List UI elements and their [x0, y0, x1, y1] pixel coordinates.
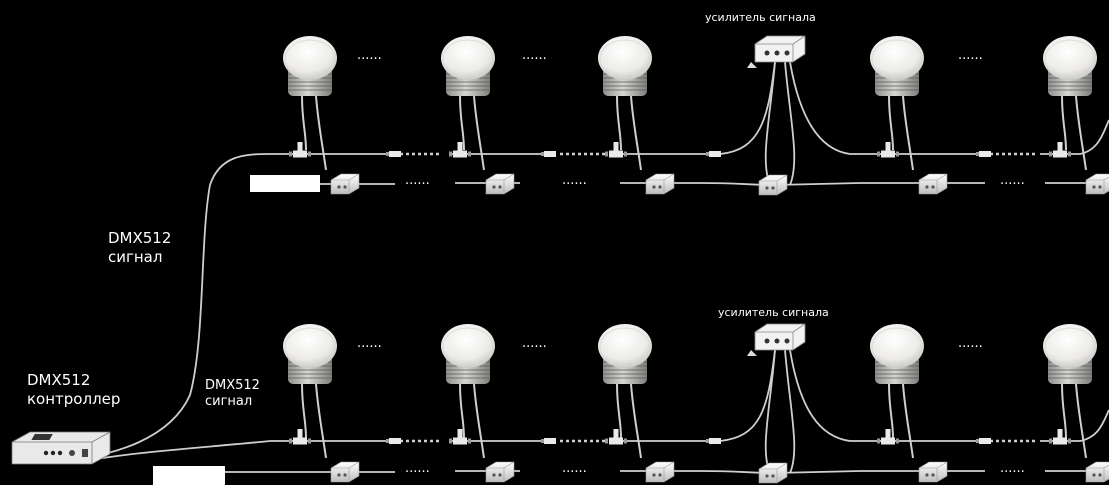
t-connector — [877, 429, 899, 445]
amplifier-label-bottom: усилитель сигнала — [718, 306, 829, 319]
amplifier-label-top: усилитель сигнала — [705, 11, 816, 24]
power-label-block — [250, 175, 320, 192]
connector-plug — [976, 438, 991, 444]
junction-box — [1085, 173, 1109, 195]
t-connector — [877, 142, 899, 158]
pool-light — [597, 323, 653, 459]
dmx-signal-secondary-label: DMX512 сигнал — [205, 378, 260, 410]
pool-light — [282, 323, 338, 459]
ellipsis-label: ...... — [1000, 461, 1025, 476]
connector-plug — [541, 438, 556, 444]
junction-box — [918, 173, 948, 195]
ellipsis-label: ...... — [522, 48, 547, 63]
pool-light — [282, 35, 338, 171]
ellipsis-label: ...... — [1000, 173, 1025, 188]
t-connector — [1049, 429, 1071, 445]
ellipsis-label: ...... — [357, 336, 382, 351]
connector-plug — [541, 151, 556, 157]
t-connector — [605, 429, 627, 445]
pool-light — [869, 35, 925, 171]
row-2 — [153, 323, 1109, 485]
dmx-controller-group — [11, 153, 271, 465]
ellipsis-label: ...... — [405, 173, 430, 188]
junction-box — [645, 173, 675, 195]
t-connector — [605, 142, 627, 158]
t-connector — [289, 429, 311, 445]
t-connector — [449, 429, 471, 445]
dmx-signal-main-label: DMX512 сигнал — [108, 229, 172, 266]
junction-box — [645, 461, 675, 483]
ellipsis-label: ...... — [562, 173, 587, 188]
dmx-controller-label: DMX512 контроллер — [27, 371, 121, 408]
junction-box — [918, 461, 948, 483]
connector-plug — [976, 151, 991, 157]
junction-box — [485, 461, 515, 483]
ellipsis-label: ...... — [522, 336, 547, 351]
junction-box — [330, 461, 360, 483]
ellipsis-label: ...... — [405, 461, 430, 476]
junction-box — [758, 174, 788, 196]
signal-amplifier — [746, 35, 806, 69]
power-label-block — [153, 466, 225, 485]
ellipsis-label: ...... — [357, 48, 382, 63]
row-1 — [250, 35, 1109, 196]
junction-box — [758, 462, 788, 484]
connector-plug — [706, 151, 721, 157]
junction-box — [485, 173, 515, 195]
connector-plug — [386, 438, 401, 444]
ellipsis-label: ...... — [562, 461, 587, 476]
ellipsis-label: ...... — [958, 48, 983, 63]
t-connector — [449, 142, 471, 158]
ellipsis-label: ...... — [958, 336, 983, 351]
pool-light — [597, 35, 653, 171]
junction-box — [1085, 461, 1109, 483]
signal-amplifier — [746, 323, 806, 357]
pool-light — [440, 35, 496, 171]
t-connector — [1049, 142, 1071, 158]
connector-plug — [386, 151, 401, 157]
t-connector — [289, 142, 311, 158]
pool-light — [869, 323, 925, 459]
pool-light — [440, 323, 496, 459]
dmx-main-cable — [79, 153, 271, 459]
junction-box — [330, 173, 360, 195]
connector-plug — [706, 438, 721, 444]
dmx-controller-device — [11, 431, 111, 465]
